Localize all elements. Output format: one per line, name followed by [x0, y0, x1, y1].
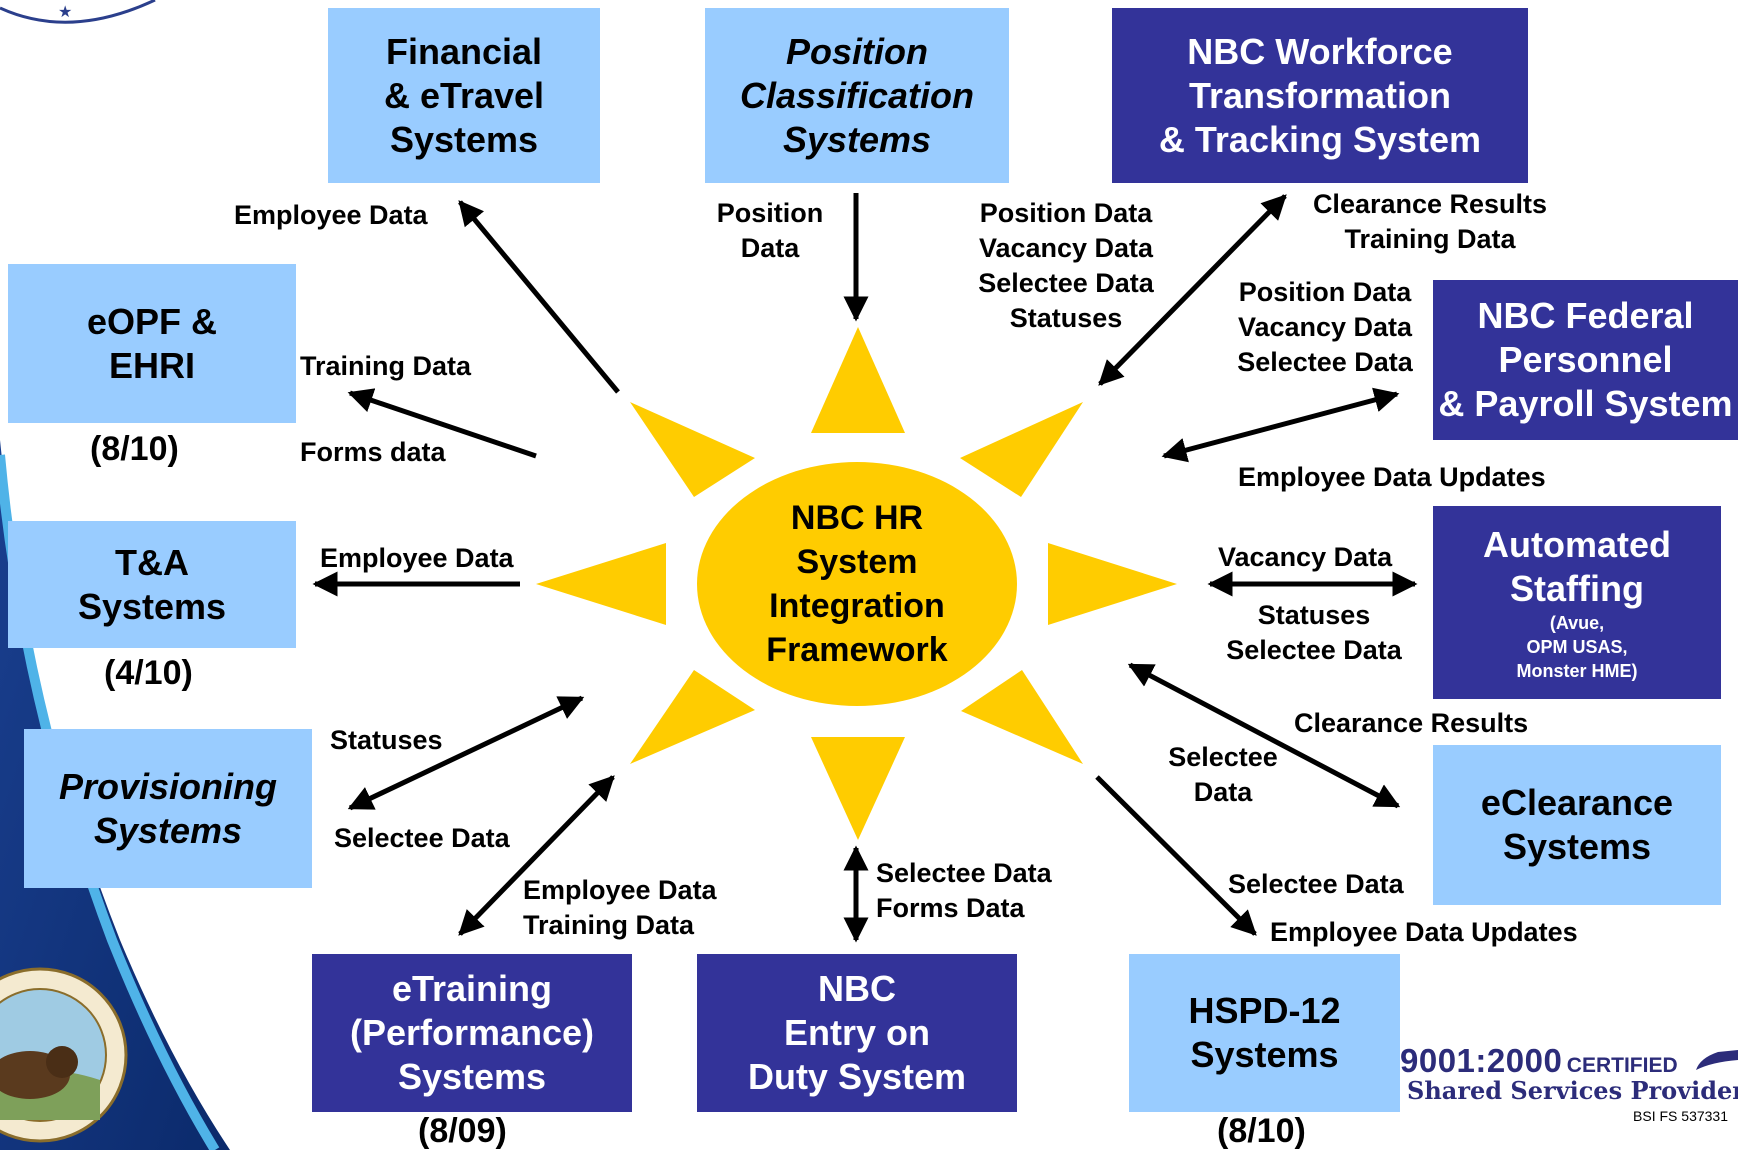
label-provisioning-selectee: Selectee Data — [334, 823, 510, 853]
label-center-top-right: Position Data Vacancy Data Selectee Data… — [978, 198, 1154, 333]
iso-certification: 9001:2000 CERTIFIED — [1400, 1042, 1678, 1079]
automated-staffing-box: Automated Staffing (Avue, OPM USAS, Mons… — [1433, 506, 1721, 699]
nbc-federal-personnel-payroll-box: NBC Federal Personnel & Payroll System — [1433, 280, 1738, 440]
label-provisioning-statuses: Statuses — [330, 725, 443, 755]
bsi-number: BSI FS 537331 — [1633, 1108, 1728, 1124]
arrow-financial — [458, 200, 620, 394]
label-entry-on-duty: Selectee Data Forms Data — [876, 858, 1052, 923]
position-classification-systems-box: Position Classification Systems — [705, 8, 1009, 183]
hub-line-1: NBC HR — [790, 499, 924, 537]
eopf-ehri-box: eOPF & EHRI — [8, 264, 296, 423]
label-hspd-selectee-data: Selectee Data — [1228, 869, 1404, 899]
label-clearance-results: Clearance Results — [1294, 708, 1529, 738]
hub-line-3: Integration — [769, 587, 945, 625]
ray-w — [536, 543, 666, 625]
ta-date: (4/10) — [104, 654, 193, 692]
interior-department-seal-icon — [0, 967, 128, 1143]
ray-n — [811, 327, 905, 433]
certification-swoosh-icon — [1696, 1050, 1738, 1070]
ray-se — [961, 670, 1083, 764]
label-hspd-employee-updates: Employee Data Updates — [1270, 917, 1578, 947]
label-eopf-forms-data: Forms data — [300, 437, 446, 467]
arrow-provisioning — [347, 695, 585, 811]
arrow-workforce — [1098, 194, 1287, 386]
label-federal-in: Position Data Vacancy Data Selectee Data — [1237, 277, 1413, 377]
label-ta-employee-data: Employee Data — [320, 543, 514, 573]
nbc-workforce-transformation-box: NBC Workforce Transformation & Tracking … — [1112, 8, 1528, 183]
arrow-hspd — [1095, 775, 1257, 936]
hr-integration-framework-hub: NBC HR System Integration Framework — [697, 462, 1017, 706]
label-position-data: Position Data — [716, 198, 824, 263]
hspd-date: (8/10) — [1217, 1112, 1306, 1150]
hub-line-2: System — [796, 543, 918, 581]
ray-ne — [960, 402, 1083, 497]
arrow-eopf — [347, 388, 537, 459]
ta-systems-box: T&A Systems — [8, 521, 296, 648]
arrow-federal — [1161, 387, 1400, 463]
ray-s — [811, 737, 905, 840]
label-workforce: Clearance Results Training Data — [1312, 189, 1548, 254]
label-etraining: Employee Data Training Data — [523, 875, 717, 940]
shared-services-provider: Shared Services Provider — [1407, 1076, 1738, 1105]
label-eclearance-selectee: Selectee Data — [1168, 742, 1278, 807]
hub-line-4: Framework — [766, 631, 948, 669]
data-arrows — [312, 193, 1418, 943]
nbc-entry-on-duty-box: NBC Entry on Duty System — [697, 954, 1017, 1112]
label-eopf-training-data: Training Data — [300, 351, 472, 381]
eclearance-systems-box: eClearance Systems — [1433, 745, 1721, 905]
svg-text:★: ★ — [58, 2, 72, 21]
financial-etravel-systems-box: Financial & eTravel Systems — [328, 8, 600, 183]
arrow-eclearance — [1127, 662, 1401, 809]
ray-nw — [630, 402, 755, 497]
provisioning-systems-box: Provisioning Systems — [24, 729, 312, 888]
label-staffing-statuses-selectee: Statuses Selectee Data — [1226, 600, 1402, 665]
top-seal-fragment — [0, 0, 156, 24]
ray-e — [1048, 543, 1177, 625]
etraining-performance-systems-box: eTraining (Performance) Systems — [312, 954, 632, 1112]
arrow-etraining — [458, 775, 615, 936]
label-federal-employee-updates: Employee Data Updates — [1238, 462, 1546, 492]
hspd-12-systems-box: HSPD-12 Systems — [1129, 954, 1400, 1112]
label-staffing-vacancy-data: Vacancy Data — [1218, 542, 1393, 572]
eopf-date: (8/10) — [90, 430, 179, 468]
label-financial-employee-data: Employee Data — [234, 200, 428, 230]
ray-sw — [630, 670, 755, 764]
sun-rays — [536, 327, 1177, 840]
etraining-date: (8/09) — [418, 1112, 507, 1150]
